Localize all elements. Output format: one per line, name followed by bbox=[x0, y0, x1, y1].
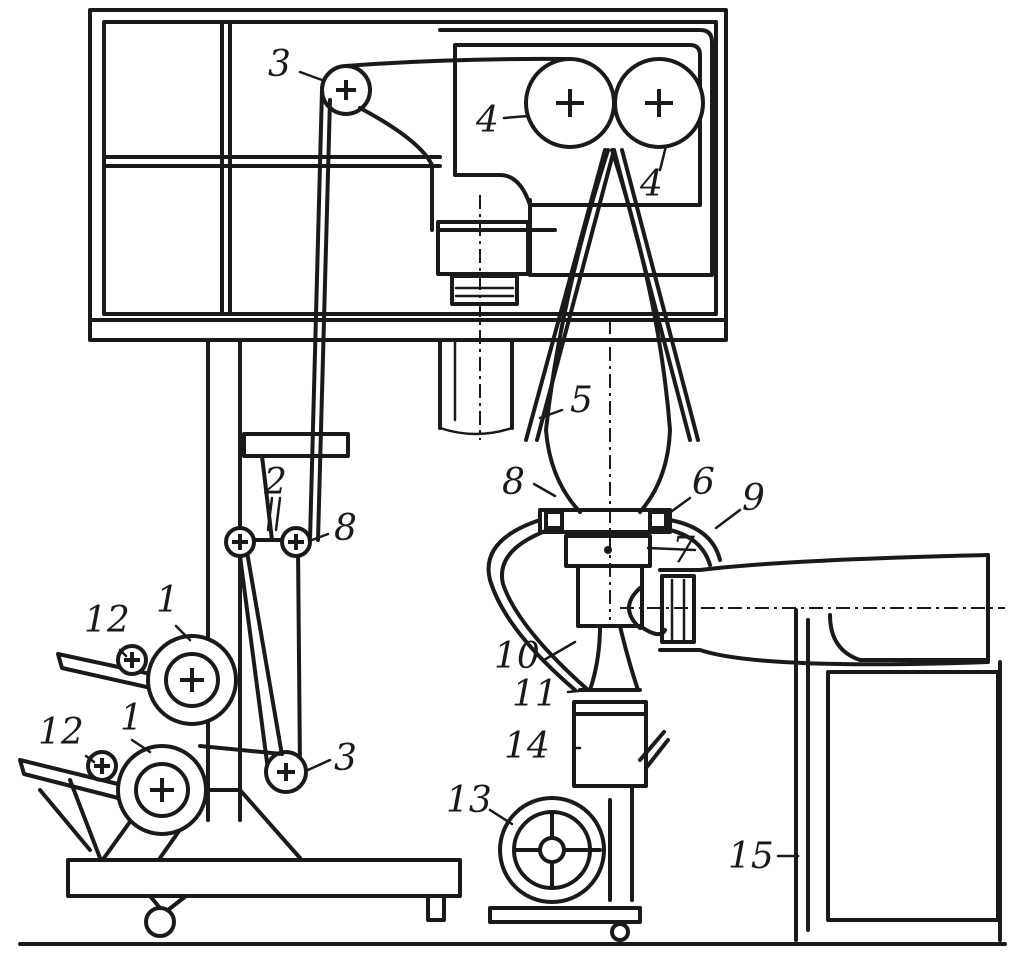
label-6: 6 bbox=[692, 462, 715, 503]
label-5: 5 bbox=[570, 380, 593, 421]
winding-roll-upper bbox=[146, 634, 238, 726]
roller-housing bbox=[436, 28, 714, 306]
press-roller-upper bbox=[116, 644, 148, 676]
press-roller-lower bbox=[86, 750, 118, 782]
guide-roller-bottom bbox=[264, 750, 308, 794]
label-3-bottom: 3 bbox=[334, 738, 357, 779]
label-12-bottom: 12 bbox=[38, 712, 84, 753]
center-column bbox=[438, 195, 514, 440]
label-11: 11 bbox=[512, 674, 558, 715]
label-9: 9 bbox=[742, 478, 765, 519]
film-bubble bbox=[544, 148, 672, 620]
extruder bbox=[620, 553, 1005, 942]
film-web bbox=[308, 56, 572, 542]
nip-roller-right bbox=[613, 57, 705, 149]
upper-frame bbox=[88, 8, 728, 342]
part-labels: 3 4 4 5 8 6 9 7 2 8 1 12 1 12 3 10 11 14… bbox=[38, 44, 774, 877]
label-13: 13 bbox=[446, 780, 492, 821]
label-8-bubble: 8 bbox=[502, 462, 525, 503]
blower-duct bbox=[578, 624, 667, 692]
film-to-roll bbox=[198, 744, 284, 756]
label-2: 2 bbox=[263, 462, 287, 503]
base-platform bbox=[18, 858, 1007, 946]
label-4-right: 4 bbox=[639, 164, 663, 205]
label-3-top: 3 bbox=[268, 44, 291, 85]
guide-roller-8 bbox=[280, 526, 312, 558]
blower bbox=[488, 700, 670, 942]
label-4-left: 4 bbox=[475, 100, 499, 141]
guide-roller-2 bbox=[224, 526, 256, 558]
winding-roll-lower bbox=[116, 744, 208, 836]
nip-roller-left bbox=[524, 57, 616, 149]
label-8-roller: 8 bbox=[334, 508, 357, 549]
label-14: 14 bbox=[504, 726, 550, 767]
label-1-top: 1 bbox=[156, 580, 179, 621]
label-15: 15 bbox=[728, 836, 774, 877]
label-12-top: 12 bbox=[84, 600, 130, 641]
label-10: 10 bbox=[494, 636, 540, 677]
label-7: 7 bbox=[672, 530, 695, 571]
leader-lines bbox=[84, 70, 800, 858]
label-1-bottom: 1 bbox=[120, 698, 143, 739]
air-hose bbox=[486, 518, 722, 692]
